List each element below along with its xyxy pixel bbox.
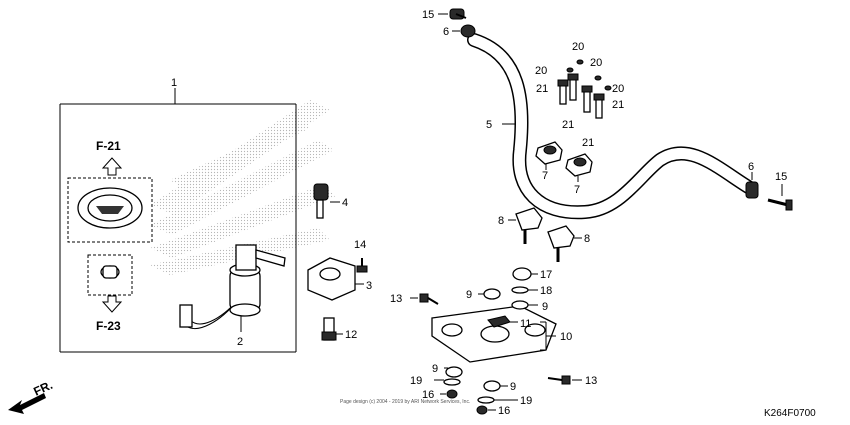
copyright-text: Page design (c) 2004 - 2019 by ARI Netwo…	[340, 399, 470, 405]
top-bridge	[431, 305, 557, 363]
callout-21-c: 21	[612, 99, 624, 111]
callout-labels: 1 2 3 4 5 6 6 7 7 8 8 9 9 9 9 10 11 12 1…	[31, 9, 816, 419]
callout-6-right: 6	[748, 161, 754, 173]
callout-1: 1	[171, 77, 177, 89]
bolt-14	[356, 258, 368, 273]
callout-15-right: 15	[775, 171, 787, 183]
callout-20-a: 20	[572, 41, 584, 53]
callout-21-a: 21	[536, 83, 548, 95]
callout-14: 14	[354, 239, 366, 251]
callout-7-right: 7	[574, 184, 580, 196]
callout-7-left: 7	[542, 170, 548, 182]
callout-16-left: 16	[422, 389, 434, 401]
callout-4: 4	[342, 197, 348, 209]
ref-f23: F-23	[96, 319, 121, 333]
lock-bracket	[307, 257, 364, 301]
diagram-code: K264F0700	[764, 408, 816, 419]
callout-11: 11	[520, 318, 531, 330]
callout-20-b: 20	[535, 65, 547, 77]
ignition-switch	[179, 244, 286, 332]
callout-13-right: 13	[585, 375, 597, 387]
callout-10: 10	[560, 331, 572, 343]
callout-9-a: 9	[466, 289, 472, 301]
callout-18: 18	[540, 285, 552, 297]
callout-9-c: 9	[432, 363, 438, 375]
lower-hardware	[434, 366, 518, 415]
ref-f21: F-21	[96, 139, 121, 153]
key	[313, 183, 340, 219]
callout-20-c: 20	[590, 57, 602, 69]
bar-end-right	[745, 172, 793, 211]
callout-15-top: 15	[422, 9, 434, 21]
seat-lock-inset	[87, 254, 133, 313]
callout-21-b: 21	[562, 119, 574, 131]
holder-bolts	[557, 59, 612, 119]
callout-2: 2	[237, 336, 243, 348]
front-direction-arrow	[8, 393, 46, 414]
front-label: FR.	[31, 378, 54, 399]
callout-3: 3	[366, 280, 372, 292]
ignition-kit-box	[59, 88, 297, 353]
upper-holders	[535, 141, 593, 182]
lower-holders	[508, 207, 582, 262]
callout-8-right: 8	[584, 233, 590, 245]
bridge-bolts	[410, 293, 582, 385]
bridge-hardware	[478, 267, 538, 328]
bolt-12	[321, 317, 343, 341]
handlebar	[467, 33, 757, 220]
callout-20-d: 20	[612, 83, 624, 95]
callout-16-right: 16	[498, 405, 510, 417]
callout-12: 12	[345, 329, 357, 341]
callout-9-b: 9	[542, 301, 548, 313]
callout-19-left: 19	[410, 375, 422, 387]
callout-21-d: 21	[582, 137, 594, 149]
bar-end-top	[438, 8, 476, 38]
callout-17: 17	[540, 269, 552, 281]
callout-8-left: 8	[498, 215, 504, 227]
fuel-cap-inset	[67, 157, 153, 243]
callout-13-left: 13	[390, 293, 402, 305]
callout-9-d: 9	[510, 381, 516, 393]
callout-19-right: 19	[520, 395, 532, 407]
callout-6-top: 6	[443, 26, 449, 38]
callout-5: 5	[486, 119, 492, 131]
